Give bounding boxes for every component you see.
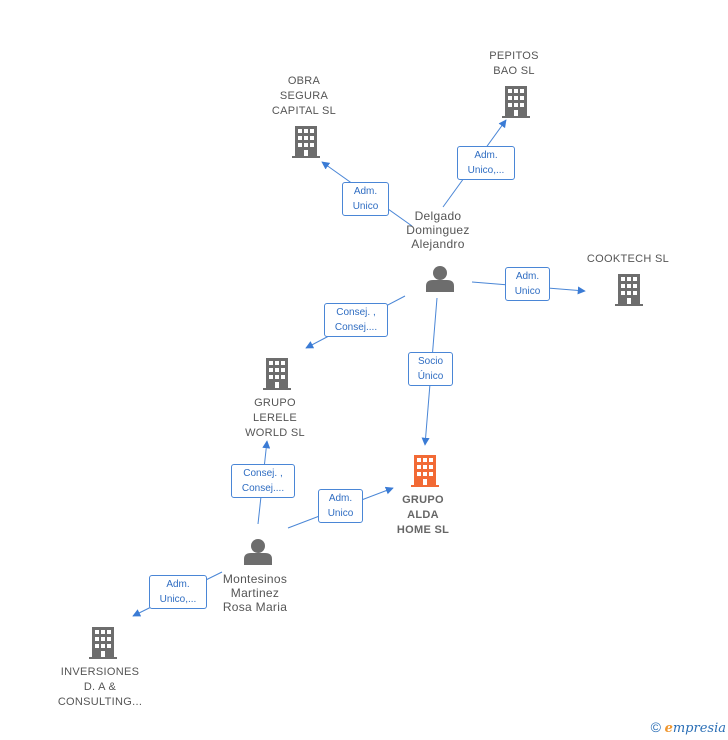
edge-label-delgado-pepitos[interactable]: Adm. Unico,... — [457, 146, 515, 180]
building-icon — [89, 627, 117, 659]
node-label-pepitos[interactable]: PEPITOS BAO SL — [489, 50, 539, 77]
node-label-montesinos[interactable]: Montesinos Martinez Rosa Maria — [222, 572, 288, 614]
brand-logo: empresia — [664, 721, 726, 736]
edge-label-delgado-alda[interactable]: Socio Único — [408, 352, 453, 386]
node-label-lerele[interactable]: GRUPO LERELE WORLD SL — [245, 397, 305, 439]
building-icon-focus — [411, 455, 439, 487]
building-icon — [263, 358, 291, 390]
edge-label-montesinos-inversiones[interactable]: Adm. Unico,... — [149, 575, 207, 609]
edge-label-montesinos-lerele[interactable]: Consej. , Consej.... — [231, 464, 295, 498]
edge-label-delgado-obra[interactable]: Adm. Unico — [342, 182, 389, 216]
person-icon — [426, 266, 454, 292]
node-label-delgado[interactable]: Delgado Dominguez Alejandro — [406, 209, 470, 251]
node-label-obra[interactable]: OBRA SEGURA CAPITAL SL — [271, 75, 337, 117]
edge-label-delgado-cooktech[interactable]: Adm. Unico — [505, 267, 550, 301]
building-icon — [615, 274, 643, 306]
building-icon — [292, 126, 320, 158]
building-icon — [502, 86, 530, 118]
edge-label-delgado-lerele[interactable]: Consej. , Consej.... — [324, 303, 388, 337]
edge-label-montesinos-alda[interactable]: Adm. Unico — [318, 489, 363, 523]
node-label-inversiones[interactable]: INVERSIONES D. A & CONSULTING... — [57, 666, 143, 708]
person-icon — [244, 539, 272, 565]
brand-footer: © empresia — [651, 719, 726, 736]
node-label-alda[interactable]: GRUPO ALDA HOME SL — [396, 494, 450, 536]
node-label-cooktech[interactable]: COOKTECH SL — [586, 253, 670, 265]
copyright-icon: © — [650, 719, 661, 735]
